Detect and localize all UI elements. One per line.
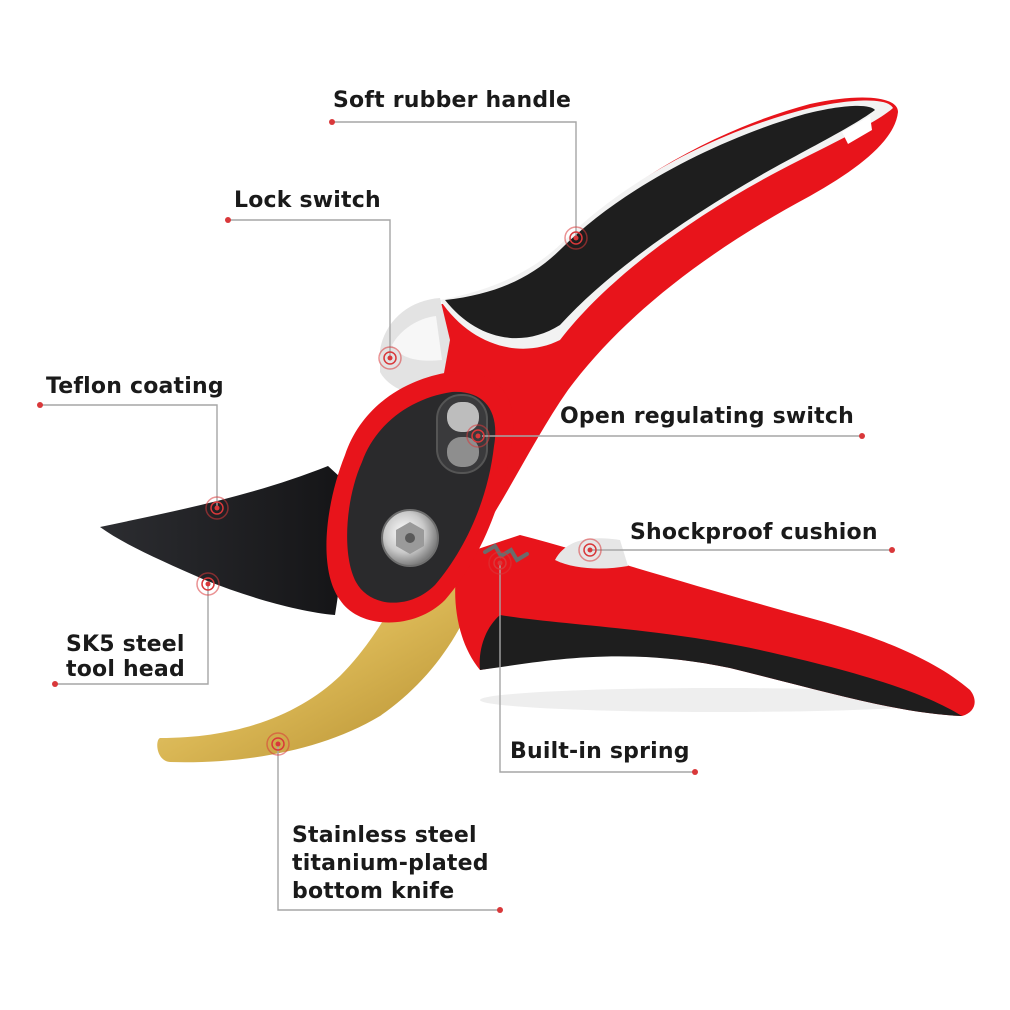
shockproof-cushion	[555, 538, 628, 569]
marker-bottom-knife	[266, 732, 290, 756]
marker-soft-rubber-handle	[564, 226, 588, 250]
label-stainless-bottom-knife: Stainless steel titanium-plated bottom k…	[292, 822, 489, 906]
lower-handle-grip	[479, 615, 962, 716]
label-knife-line-2: titanium-plated	[292, 851, 489, 876]
upper-handle-grip	[445, 105, 875, 339]
label-open-regulating-switch: Open regulating switch	[560, 404, 854, 429]
label-sk5-steel-tool-head: SK5 steel tool head	[66, 632, 185, 682]
label-lock-switch: Lock switch	[234, 188, 381, 213]
marker-shockproof-cushion	[578, 538, 602, 562]
upper-handle	[414, 97, 898, 521]
label-teflon-coating: Teflon coating	[46, 374, 224, 399]
label-soft-rubber-handle: Soft rubber handle	[333, 88, 572, 113]
leader-lines	[40, 121, 892, 911]
label-sk5-line-2: tool head	[66, 657, 185, 682]
label-shockproof-cushion: Shockproof cushion	[630, 520, 878, 545]
label-dots	[37, 119, 895, 913]
marker-lock-switch	[378, 346, 402, 370]
label-knife-line-1: Stainless steel	[292, 823, 477, 848]
upper-blade	[100, 466, 352, 615]
marker-built-in-spring	[488, 551, 512, 575]
target-markers	[196, 226, 602, 756]
marker-sk5-steel-tool-head	[196, 572, 220, 596]
label-sk5-line-1: SK5 steel	[66, 632, 185, 657]
marker-open-regulating-switch	[466, 424, 490, 448]
label-built-in-spring: Built-in spring	[510, 739, 690, 764]
lower-blade	[157, 582, 481, 763]
label-knife-line-3: bottom knife	[292, 879, 455, 904]
marker-teflon-coating	[205, 496, 229, 520]
